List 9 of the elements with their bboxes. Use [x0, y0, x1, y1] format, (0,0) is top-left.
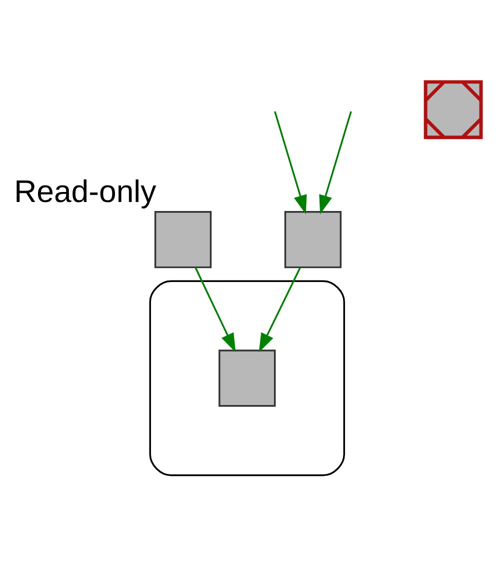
arrow [319, 110, 352, 214]
node-label: Read-only [14, 174, 156, 209]
arrow [274, 110, 307, 214]
arrow [194, 266, 236, 352]
node-box [154, 210, 212, 268]
node-box [284, 210, 342, 268]
arrow [258, 266, 302, 352]
cluster [149, 280, 346, 476]
node-box [218, 349, 276, 406]
